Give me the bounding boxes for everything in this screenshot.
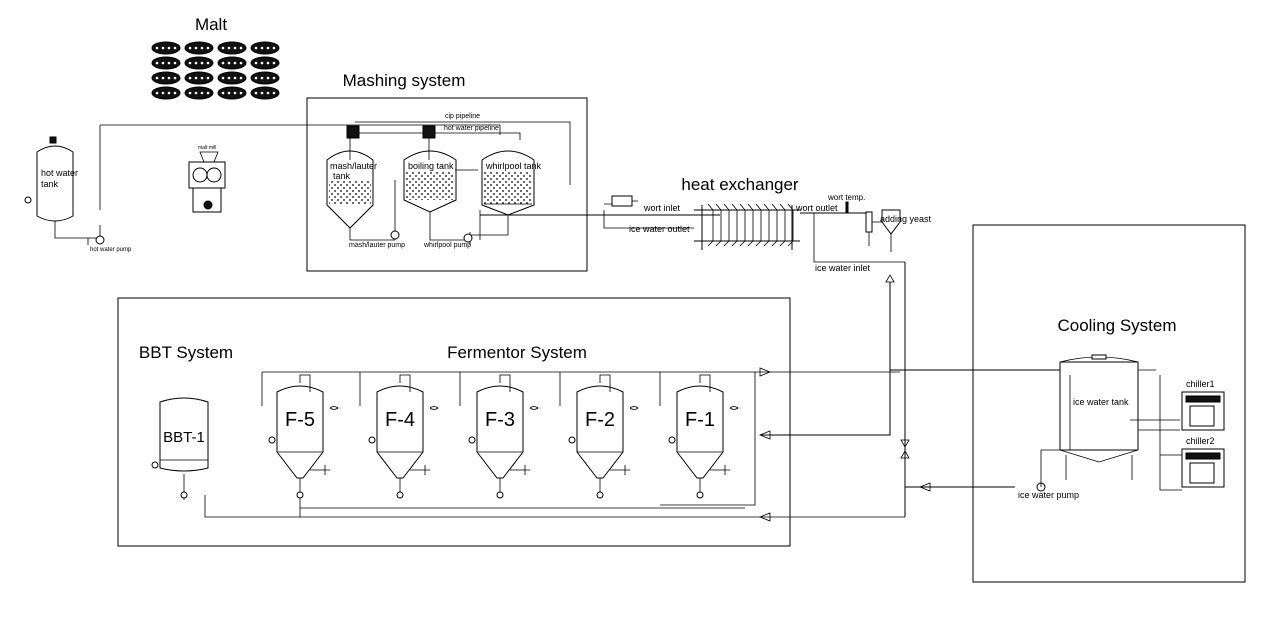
heat-exchanger bbox=[603, 195, 800, 250]
mash-lauter-pump-icon bbox=[390, 230, 400, 240]
hot-water-pump-icon bbox=[95, 235, 105, 245]
fermentor-piping bbox=[204, 371, 905, 518]
fermentor-label: F-3 bbox=[485, 409, 515, 431]
fermentor-tank-F-4: F-4 bbox=[368, 374, 439, 499]
svg-text:tank: tank bbox=[333, 171, 351, 181]
fermentor-label: F-2 bbox=[585, 409, 615, 431]
wort-inlet-label: wort inlet bbox=[643, 203, 681, 213]
mashing-system-frame bbox=[306, 97, 588, 272]
fermentor-tank-F-3: F-3 bbox=[468, 374, 539, 499]
fermentor-tank-F-1: F-1 bbox=[668, 374, 739, 499]
hot-water-tank: hot water tank bbox=[24, 136, 101, 245]
whirlpool-tank: whirlpool tank bbox=[481, 150, 542, 216]
mashing-system-title: Mashing system bbox=[343, 71, 466, 90]
svg-text:boiling tank: boiling tank bbox=[408, 161, 454, 171]
fermentor-system-title: Fermentor System bbox=[447, 343, 587, 362]
fermentor-label: F-4 bbox=[385, 409, 415, 431]
svg-text:whirlpool tank: whirlpool tank bbox=[485, 161, 542, 171]
cip-pipeline-label: cip pipeline bbox=[445, 113, 480, 120]
malt-mill-icon: malt mill bbox=[188, 145, 226, 213]
yeast-tank-icon bbox=[865, 209, 901, 252]
cooling-system-frame bbox=[972, 224, 1246, 583]
whirlpool-pump-icon bbox=[463, 233, 473, 243]
svg-text:tank: tank bbox=[41, 179, 59, 189]
wort-temp-label: wort temp. bbox=[827, 193, 865, 202]
hot-water-pipeline bbox=[99, 124, 501, 210]
svg-text:hot water: hot water bbox=[41, 168, 78, 178]
bbt-tank: BBT-1 bbox=[151, 397, 209, 500]
malt-bags-icon bbox=[151, 41, 280, 100]
hot-water-pump-label: hot water pump bbox=[90, 247, 132, 253]
svg-text:chiller2: chiller2 bbox=[1186, 436, 1215, 446]
cooling-loop bbox=[760, 262, 1070, 517]
chiller-2: chiller2 bbox=[1181, 436, 1225, 488]
fermentor-tank-F-2: F-2 bbox=[568, 374, 639, 499]
svg-text:ice water tank: ice water tank bbox=[1073, 397, 1129, 407]
whirlpool-pump-label: whirlpool pump bbox=[423, 242, 471, 249]
malt-title: Malt bbox=[195, 15, 227, 34]
fermentor-label: F-1 bbox=[685, 409, 715, 431]
boiling-tank: boiling tank bbox=[403, 125, 457, 213]
fermentation-frame bbox=[117, 297, 791, 547]
ice-water-inlet-label: ice water inlet bbox=[815, 263, 871, 273]
bbt-system-title: BBT System bbox=[139, 343, 233, 362]
chiller-1: chiller1 bbox=[1181, 379, 1225, 431]
adding-yeast-label: adding yeast bbox=[880, 214, 932, 224]
svg-text:chiller1: chiller1 bbox=[1186, 379, 1215, 389]
fermentor-label: F-5 bbox=[285, 409, 315, 431]
wort-outlet-label: wort outlet bbox=[795, 203, 838, 213]
hot-water-pipeline-label: hot water pipeline bbox=[444, 125, 499, 132]
cooling-system-title: Cooling System bbox=[1057, 316, 1176, 335]
svg-text:BBT-1: BBT-1 bbox=[163, 429, 205, 446]
ice-water-pump-label: ice water pump bbox=[1018, 490, 1079, 500]
mash-lauter-pump-label: mash/lauter pump bbox=[349, 242, 405, 249]
mash-lauter-tank: mash/lauter tank bbox=[326, 125, 377, 229]
heat-exchanger-title: heat exchanger bbox=[681, 175, 799, 194]
svg-text:mash/lauter: mash/lauter bbox=[330, 161, 377, 171]
svg-text:malt mill: malt mill bbox=[198, 145, 216, 151]
fermentor-tank-F-5: F-5 bbox=[268, 374, 339, 499]
ice-water-tank: ice water tank bbox=[1059, 354, 1180, 480]
ice-water-outlet-label: ice water outlet bbox=[629, 224, 690, 234]
cip-pipeline bbox=[355, 121, 571, 185]
